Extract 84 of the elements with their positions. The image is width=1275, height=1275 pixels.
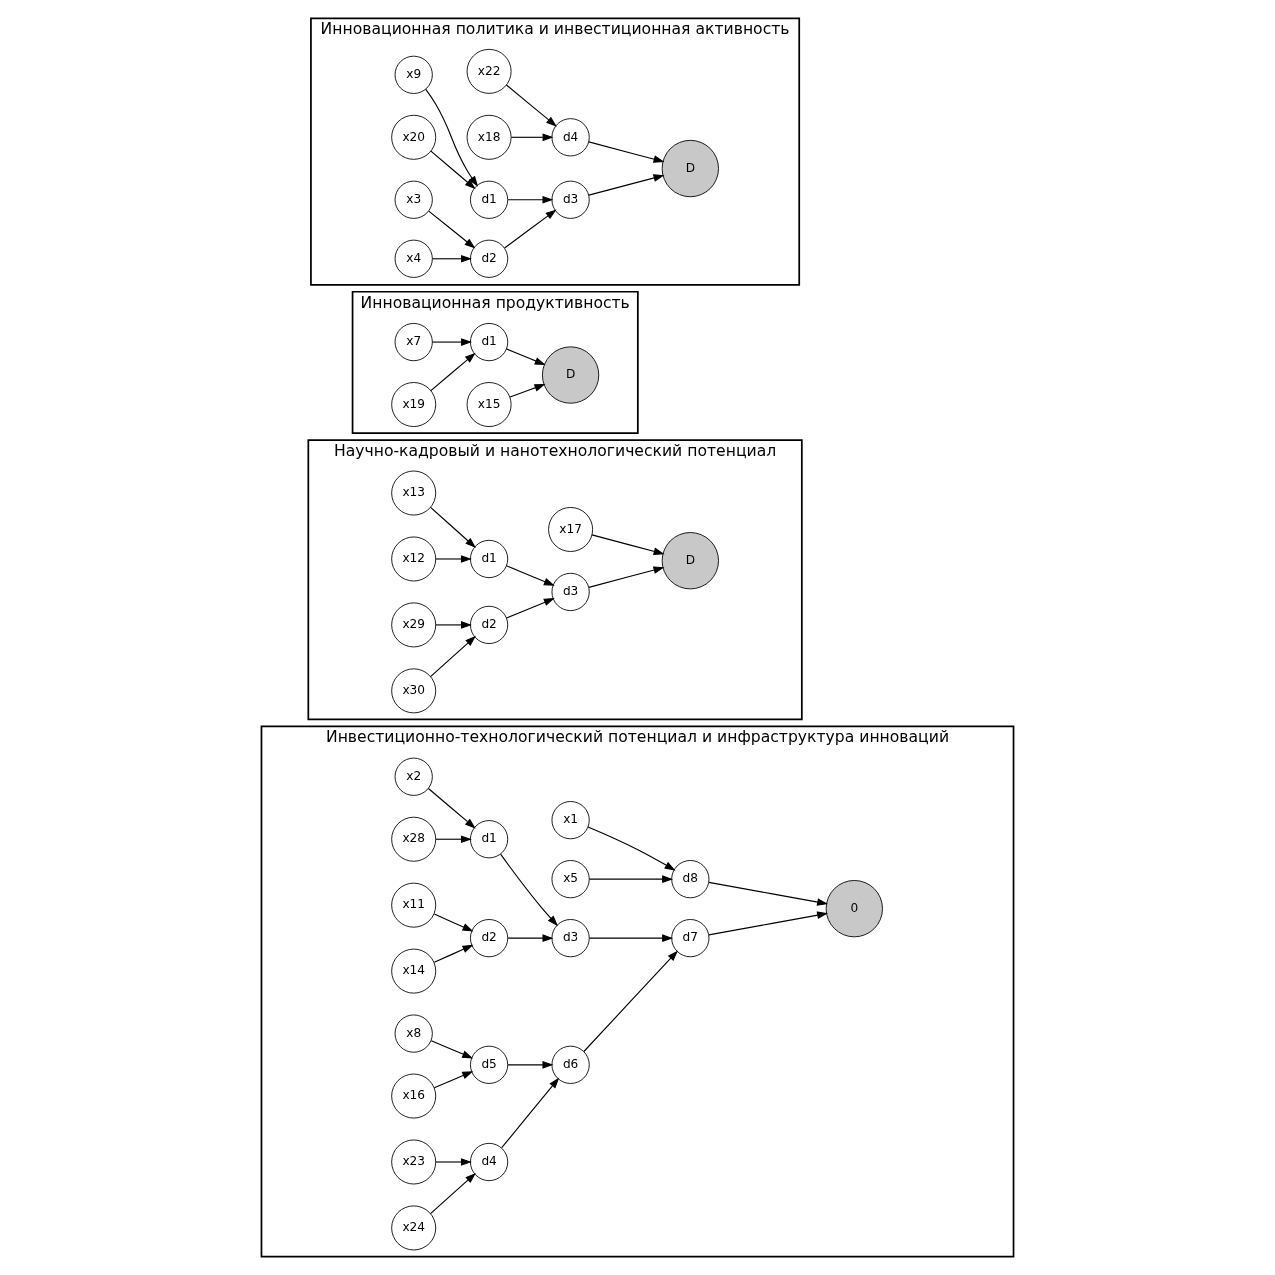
node-circle: x19: [391, 382, 437, 427]
node-circle: d8: [671, 860, 710, 899]
node-circle: x4: [394, 239, 433, 278]
arrow: [588, 141, 665, 163]
arrow: [507, 195, 554, 204]
arrow: [588, 174, 665, 196]
arrow: [504, 209, 557, 249]
node-circle: x2: [394, 757, 433, 796]
arrow: [431, 254, 472, 263]
arrow: [435, 621, 472, 629]
node-circle: d1: [470, 539, 509, 579]
node-circle: d3: [551, 572, 590, 612]
arrow: [708, 911, 829, 936]
arrow: [583, 950, 679, 1053]
node-circle: D: [661, 139, 719, 198]
arrow: [430, 150, 476, 190]
node-circle: d2: [470, 919, 509, 958]
arrow: [501, 1077, 560, 1149]
node-circle: x16: [391, 1073, 437, 1119]
arrow: [510, 133, 554, 142]
arrow: [430, 506, 476, 549]
node-circle: x24: [391, 1205, 437, 1251]
arrow: [428, 210, 476, 249]
node-circle: x14: [391, 948, 437, 994]
arrow: [507, 1061, 554, 1069]
arrow: [587, 826, 676, 871]
node-circle: d2: [470, 239, 509, 278]
arrow: [505, 565, 555, 586]
arrow: [435, 1158, 472, 1166]
node-circle: x15: [466, 382, 512, 427]
arrow: [431, 338, 472, 346]
arrow: [500, 853, 559, 927]
node-circle: d3: [551, 180, 590, 219]
arrow: [507, 934, 554, 942]
node-circle: x13: [391, 470, 437, 516]
arrow: [505, 598, 555, 619]
node-circle: x29: [391, 602, 437, 648]
node-circle: x17: [548, 507, 594, 552]
arrow: [588, 566, 665, 588]
node-circle: d4: [470, 1142, 509, 1182]
node-circle: x18: [466, 114, 512, 160]
arrow: [425, 88, 479, 187]
arrow: [708, 881, 829, 906]
node-circle: x5: [551, 860, 590, 899]
arrow: [588, 934, 674, 942]
arrow: [505, 348, 546, 366]
arrow: [433, 944, 474, 963]
node-circle: d6: [551, 1045, 590, 1084]
node-circle: d2: [470, 605, 509, 644]
arrow: [433, 913, 474, 932]
node-circle: x12: [391, 536, 437, 582]
node-circle: D: [541, 346, 600, 404]
arrow: [430, 352, 476, 392]
arrow: [588, 875, 674, 883]
node-circle: x22: [466, 48, 512, 94]
node-circle: x1: [551, 801, 590, 840]
node-circle: x11: [391, 882, 437, 928]
arrow: [430, 1040, 474, 1059]
node-circle: x23: [391, 1139, 437, 1185]
arrow: [435, 835, 472, 844]
arrow: [430, 635, 476, 678]
node-circle: x3: [394, 180, 433, 219]
node-circle: x30: [391, 668, 437, 714]
arrow: [505, 84, 557, 127]
arrow: [435, 555, 472, 563]
arrow: [433, 1071, 474, 1089]
node-circle: 0: [825, 880, 883, 938]
arrow: [427, 787, 476, 829]
node-circle: d1: [470, 820, 509, 859]
node-circle: x7: [394, 322, 433, 362]
arrow: [591, 534, 665, 556]
node-circle: d7: [671, 919, 710, 958]
node-circle: x28: [391, 816, 437, 862]
arrow: [509, 384, 546, 398]
node-circle: d1: [470, 180, 509, 219]
node-circle: d4: [551, 118, 590, 157]
node-circle: D: [661, 532, 719, 590]
arrow: [430, 1172, 476, 1215]
node-circle: x20: [391, 114, 437, 160]
node-circle: d3: [551, 919, 590, 958]
node-circle: x8: [394, 1014, 433, 1053]
node-circle: d5: [470, 1045, 509, 1084]
node-circle: x9: [394, 55, 433, 94]
node-circle: d1: [470, 322, 509, 362]
